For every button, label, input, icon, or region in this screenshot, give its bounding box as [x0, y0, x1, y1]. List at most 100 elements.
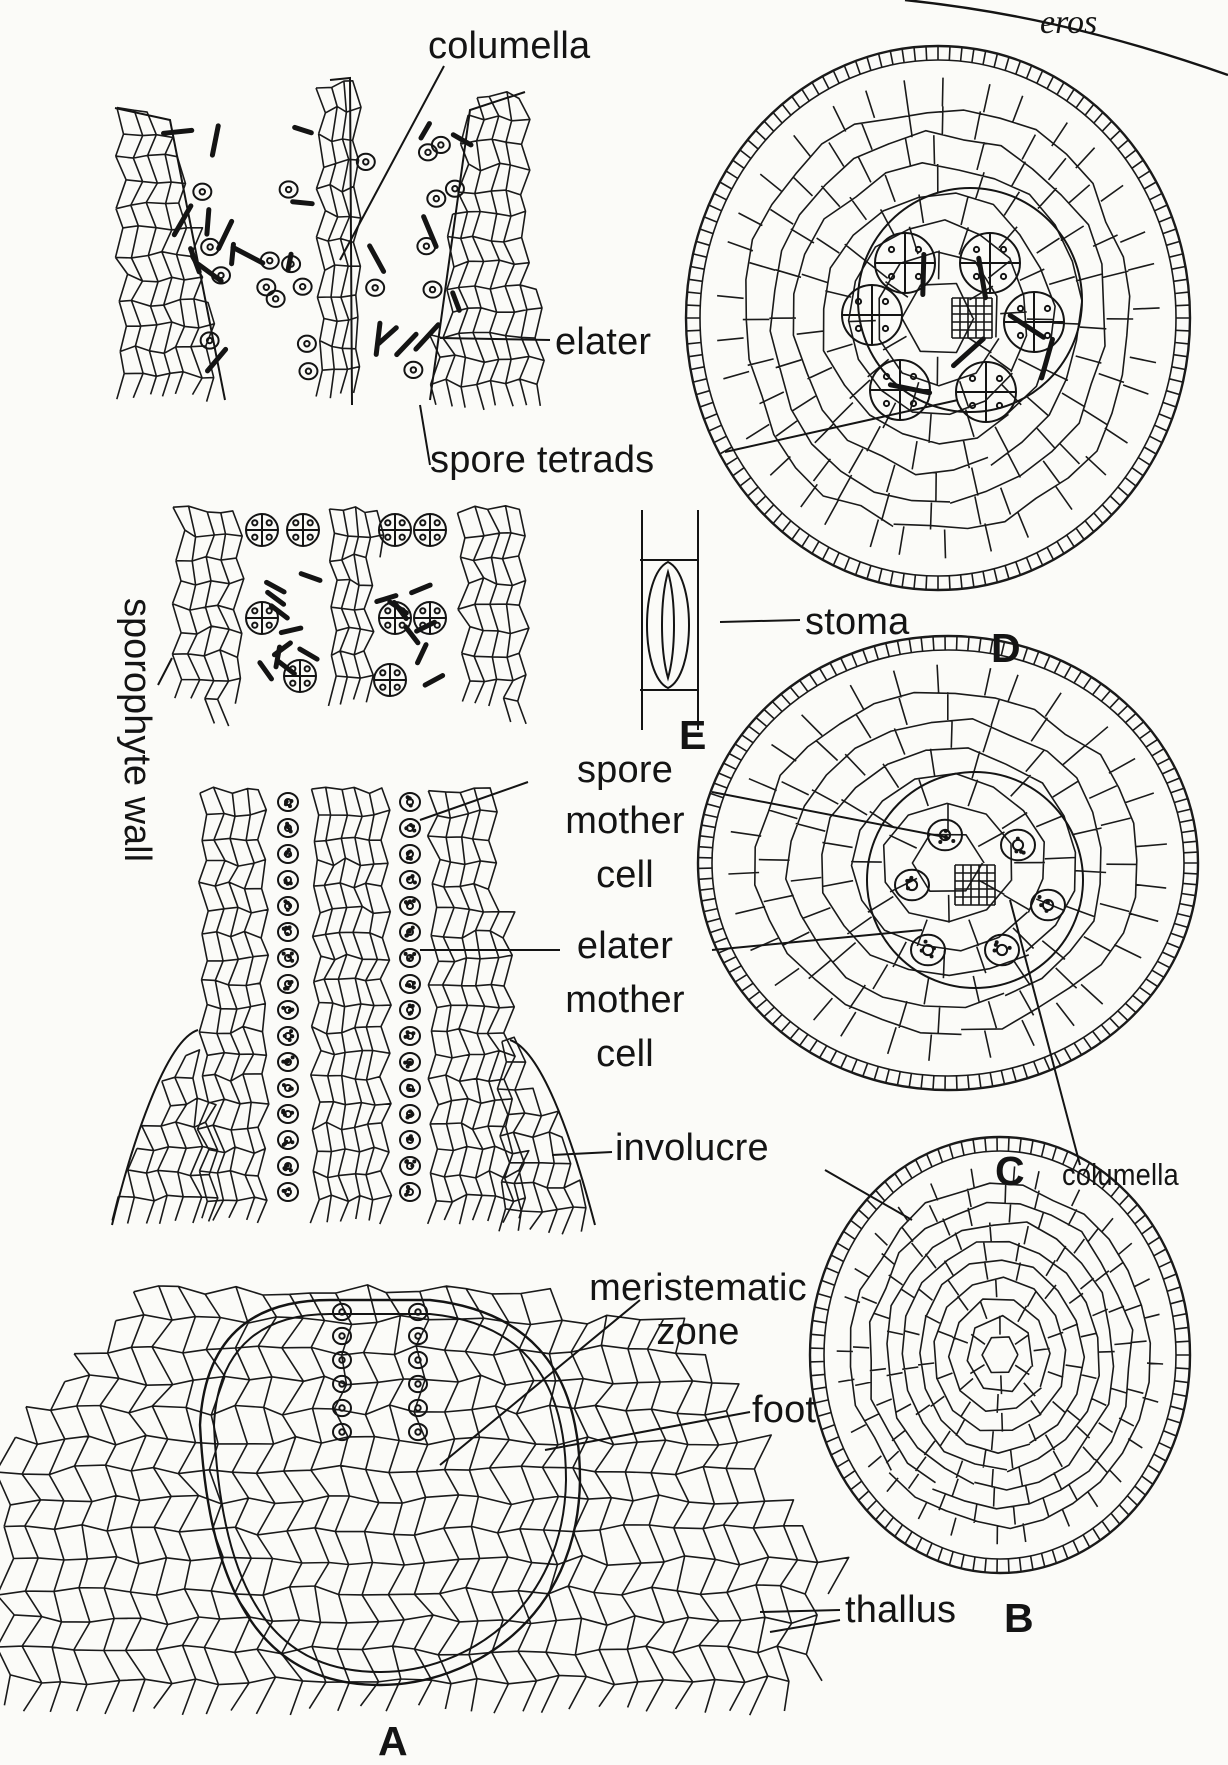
spore	[299, 363, 317, 379]
meristem-cell	[409, 1424, 427, 1440]
archesporial-cell	[400, 949, 420, 967]
page-header-fragment: eros	[1040, 4, 1097, 42]
columella-grid-d	[952, 298, 992, 338]
archesporial-cell	[278, 819, 298, 837]
archesporial-cell	[278, 1053, 298, 1071]
archesporial-cell	[278, 923, 298, 941]
spore	[201, 239, 219, 255]
elater-cell	[219, 221, 232, 248]
spore-mother-cell	[895, 870, 929, 901]
elater-cell	[301, 574, 320, 581]
elater-cell	[370, 246, 384, 271]
spore	[357, 154, 375, 170]
elater-cell	[397, 334, 416, 354]
spore	[427, 191, 445, 207]
label-spore-tetrads: spore tetrads	[430, 440, 654, 481]
elater-cell	[174, 206, 191, 235]
elater-cell	[164, 130, 192, 133]
spore-mother-cell	[1001, 830, 1035, 861]
spore	[267, 291, 285, 307]
spore-mother-cell	[1031, 890, 1065, 921]
archesporial-cell	[400, 1027, 420, 1045]
archesporial-cell	[278, 975, 298, 993]
elater-cell	[421, 124, 429, 138]
spore	[417, 238, 435, 254]
capsule-ts-young	[698, 636, 1198, 1090]
elater-d	[890, 385, 929, 393]
archesporial-cell	[400, 897, 420, 915]
spore-mother-cell	[911, 935, 945, 966]
archesporial-cell	[400, 845, 420, 863]
label-spore-mother-cell-3: cell	[540, 855, 710, 896]
panel-letter-a: A	[378, 1718, 408, 1765]
spore	[257, 279, 275, 295]
archesporial-cell	[278, 949, 298, 967]
elater-cell	[425, 676, 443, 686]
elater-cell	[376, 323, 380, 354]
archesporial-cell	[278, 1027, 298, 1045]
elater-cell	[233, 248, 263, 263]
label-involucre: involucre	[615, 1128, 769, 1169]
panel-letter-c: C	[995, 1148, 1025, 1195]
spore	[298, 336, 316, 352]
leader-stoma	[720, 620, 800, 622]
spore	[419, 144, 437, 160]
label-meristematic-zone-1: meristematic	[548, 1268, 848, 1309]
spore	[446, 181, 464, 197]
wall-left-lower	[197, 787, 268, 1223]
archesporial-cell	[400, 1053, 420, 1071]
panel-letter-b: B	[1004, 1595, 1034, 1642]
spore-mother-cell	[985, 935, 1019, 966]
label-elater-mother-cell-1: elater	[540, 926, 710, 967]
spore-tetrad	[414, 514, 446, 546]
label-sporophyte-wall: sporophyte wall	[115, 598, 158, 862]
archesporial-cell	[278, 1105, 298, 1123]
archesporial-cell	[400, 871, 420, 889]
label-elater-mother-cell-3: cell	[540, 1034, 710, 1075]
spore-tetrad	[284, 660, 316, 692]
meristem-cell	[333, 1400, 351, 1416]
archesporial-cell	[278, 897, 298, 915]
label-columella-c: columella	[1062, 1154, 1179, 1195]
archesporial-cell	[278, 1001, 298, 1019]
label-elater-mother-cell-2: mother	[540, 980, 710, 1021]
elater-cell	[207, 210, 209, 234]
elater-cell	[281, 628, 301, 632]
archesporial-cell	[400, 923, 420, 941]
spore-tetrad	[374, 664, 406, 696]
capsule-top-wall-left	[116, 108, 215, 402]
archesporial-cell	[400, 819, 420, 837]
archesporial-cell	[400, 1105, 420, 1123]
panel-letter-e: E	[679, 712, 706, 759]
elater-cell	[300, 649, 317, 659]
spore	[432, 137, 450, 153]
elater-cell	[268, 592, 284, 604]
capsule-ts-mature	[686, 46, 1190, 590]
elater-cell	[212, 126, 218, 155]
label-meristematic-zone-2: zone	[548, 1312, 848, 1353]
elater-cell	[279, 661, 295, 673]
archesporial-cell	[400, 1079, 420, 1097]
label-stoma: stoma	[805, 602, 909, 643]
wall-right-lower	[428, 788, 529, 1224]
elater-d	[954, 339, 984, 366]
archesporial-cell	[400, 1183, 420, 1201]
archesporial-cell	[278, 845, 298, 863]
archesporial-cell	[278, 793, 298, 811]
elater-cell	[293, 202, 313, 204]
spore	[424, 281, 442, 297]
archesporial-cell	[400, 1001, 420, 1019]
label-columella-top: columella	[428, 26, 590, 67]
elater-d	[923, 254, 924, 294]
elater-cell	[260, 663, 272, 679]
spore	[404, 362, 422, 378]
spore-tetrad-d	[960, 233, 1020, 293]
archesporial-cell	[400, 975, 420, 993]
archesporial-cell	[278, 1131, 298, 1149]
wall-left-middle	[172, 506, 243, 726]
archesporial-cell	[400, 1157, 420, 1175]
label-elater: elater	[555, 322, 651, 363]
spore-tetrad	[379, 514, 411, 546]
spore-tetrad-d	[956, 362, 1016, 422]
